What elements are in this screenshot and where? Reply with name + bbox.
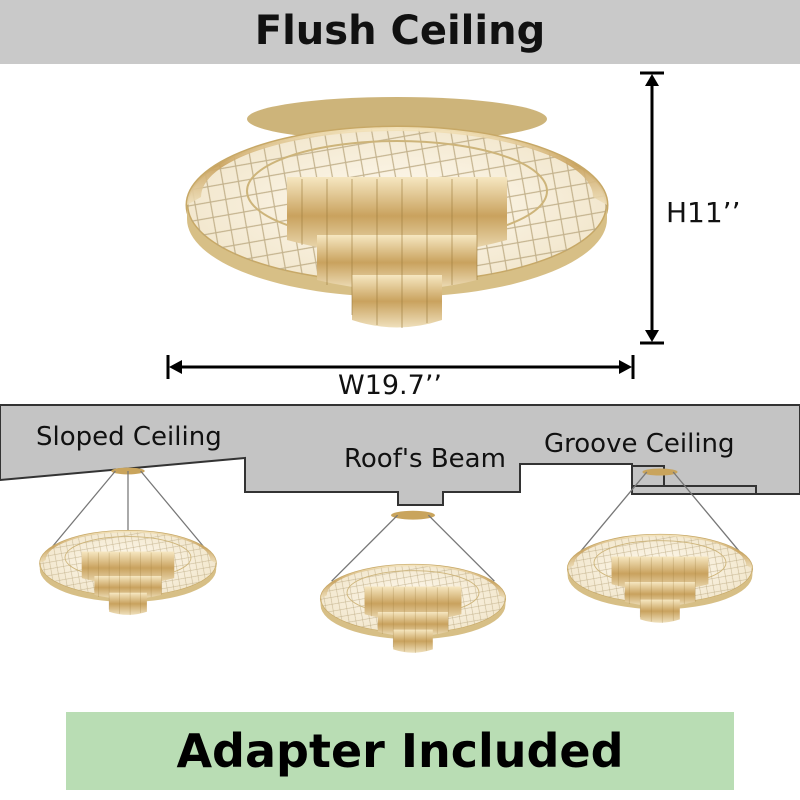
roofs-beam-label: Roof's Beam <box>344 444 506 474</box>
width-dimension-arrow <box>166 355 635 379</box>
roofs-beam-chandelier <box>319 510 507 654</box>
height-label: H11’’ <box>666 196 741 229</box>
width-label: W19.7’’ <box>338 370 442 401</box>
groove-ceiling-chandelier <box>566 468 754 624</box>
groove-ceiling-label: Groove Ceiling <box>544 429 735 459</box>
adapter-included-label: Adapter Included <box>176 724 624 778</box>
height-dimension-arrow <box>640 71 664 345</box>
ceiling-profile <box>0 404 800 506</box>
sloped-ceiling-chandelier <box>39 467 217 616</box>
footer-banner: Adapter Included <box>66 712 734 790</box>
sloped-ceiling-label: Sloped Ceiling <box>36 422 222 452</box>
top-banner: Flush Ceiling <box>0 0 800 64</box>
page-title: Flush Ceiling <box>254 8 546 54</box>
flush-chandelier-image <box>185 97 609 330</box>
